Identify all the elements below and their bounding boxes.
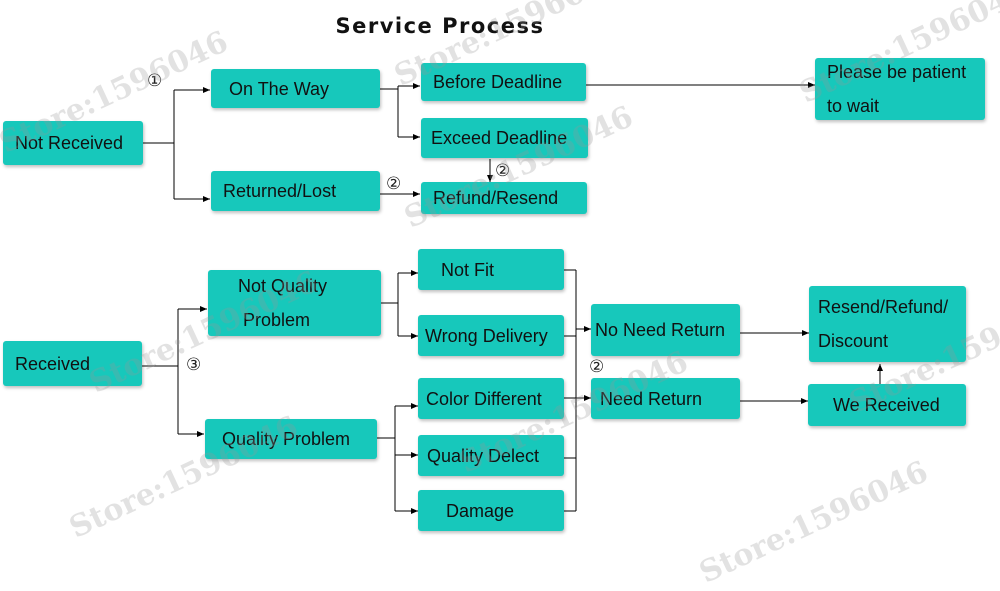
node-label: Exceed Deadline	[431, 128, 568, 148]
node-label: No Need Return	[595, 320, 726, 340]
node-label-line1: Please be patient	[827, 62, 967, 82]
node-label-line2: Discount	[818, 331, 889, 351]
node-wrong-delivery: Wrong Delivery	[418, 315, 564, 356]
node-not-received: Not Received	[3, 121, 143, 165]
node-damage: Damage	[418, 490, 564, 531]
connector-lines	[142, 82, 883, 514]
node-refund-resend: Refund/Resend	[421, 182, 587, 214]
node-please-be-patient: Please be patient to wait	[815, 58, 985, 120]
marker-one: ①	[147, 71, 163, 91]
node-quality-delect: Quality Delect	[418, 435, 564, 476]
marker-two-a: ②	[386, 174, 402, 194]
node-label: Returned/Lost	[223, 181, 337, 201]
node-label: Received	[15, 353, 91, 374]
node-label-line1: Not Quality	[238, 276, 328, 296]
node-quality-problem: Quality Problem	[205, 419, 377, 459]
node-returned-lost: Returned/Lost	[211, 171, 380, 211]
node-label: Refund/Resend	[433, 188, 559, 208]
node-label-line2: to wait	[827, 96, 880, 116]
node-color-different: Color Different	[418, 378, 564, 419]
node-label: Quality Delect	[427, 445, 540, 466]
node-label: Damage	[446, 500, 515, 521]
node-label: Need Return	[600, 388, 703, 409]
node-resend-refund-discount: Resend/Refund/ Discount	[809, 286, 966, 362]
node-not-fit: Not Fit	[418, 249, 564, 290]
marker-two-c: ②	[589, 357, 605, 377]
node-label: We Received	[833, 395, 940, 415]
node-received: Received	[3, 341, 142, 386]
marker-two-b: ②	[495, 161, 511, 181]
node-label: Not Fit	[441, 259, 495, 280]
node-label: Not Received	[15, 133, 124, 153]
node-label: Wrong Delivery	[425, 325, 548, 346]
node-label: Quality Problem	[222, 429, 351, 449]
node-no-need-return: No Need Return	[591, 304, 740, 356]
node-label: On The Way	[229, 78, 330, 99]
node-exceed-deadline: Exceed Deadline	[421, 118, 588, 158]
node-label-line1: Resend/Refund/	[818, 297, 949, 317]
node-we-received: We Received	[808, 384, 966, 426]
node-before-deadline: Before Deadline	[421, 63, 586, 101]
marker-three: ③	[186, 355, 202, 375]
node-label: Color Different	[426, 388, 542, 409]
diagram-title: Service Process	[335, 14, 545, 38]
node-label-line2: Problem	[243, 310, 311, 330]
node-not-quality-problem: Not Quality Problem	[208, 270, 381, 336]
node-need-return: Need Return	[591, 378, 740, 419]
node-on-the-way: On The Way	[211, 69, 380, 108]
node-label: Before Deadline	[433, 72, 563, 92]
